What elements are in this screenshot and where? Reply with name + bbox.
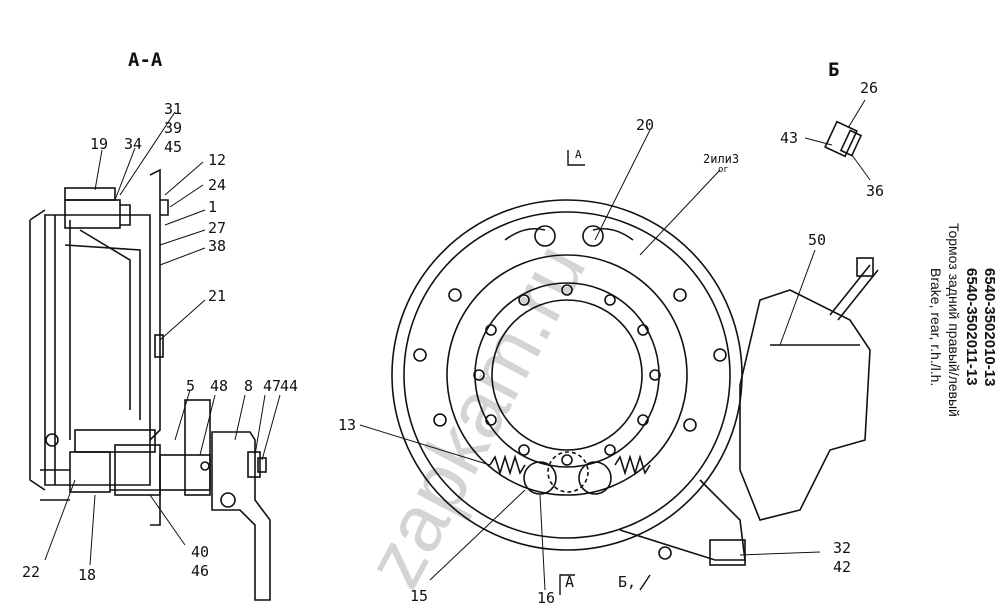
- callout-48: 48: [210, 377, 228, 395]
- callout-24: 24: [208, 176, 226, 194]
- callout-50: 50: [808, 231, 826, 249]
- part-name-en: Brake, rear, r.h./l.h.: [928, 268, 944, 386]
- brake-assembly-view: [359, 129, 879, 595]
- title-block: 6540-3502010-13 6540-3502011-13 Тормоз з…: [928, 223, 998, 417]
- part-number-2: 6540-3502011-13: [963, 268, 980, 386]
- callout-5: 5: [186, 377, 195, 395]
- section-a-a-label: А-А: [128, 49, 163, 71]
- cut-arrow-a-label: А: [565, 573, 574, 591]
- callout-34: 34: [124, 135, 142, 153]
- callout-46: 46: [191, 562, 209, 580]
- callout-18: 18: [78, 566, 96, 584]
- callout-26: 26: [860, 79, 878, 97]
- view-arrow-b-label: Б,: [618, 573, 636, 591]
- callout-38: 38: [208, 237, 226, 255]
- callout-20: 20: [636, 116, 654, 134]
- callout-1: 1: [208, 198, 217, 216]
- callout-47: 47: [263, 377, 281, 395]
- callout-43: 43: [780, 129, 798, 147]
- callout-44: 44: [280, 377, 298, 395]
- part-number-1: 6540-3502010-13: [981, 268, 998, 386]
- callout-12: 12: [208, 151, 226, 169]
- callout-15: 15: [410, 587, 428, 605]
- view-b-label: Б: [828, 59, 839, 81]
- callout-27: 27: [208, 219, 226, 237]
- view-b-detail: [804, 99, 871, 181]
- part-name-ru: Тормоз задний правый/левый: [946, 223, 962, 417]
- section-a-a-view: [29, 111, 281, 601]
- callout-21: 21: [208, 287, 226, 305]
- callout-31: 31: [164, 100, 182, 118]
- callout-45: 45: [164, 138, 182, 156]
- bolt-hole-ring: [473, 284, 661, 466]
- callout-32: 32: [833, 539, 851, 557]
- callout-8: 8: [244, 377, 253, 395]
- alternative-note: 2или3: [703, 152, 739, 166]
- callout-13: 13: [338, 416, 356, 434]
- callout-42: 42: [833, 558, 851, 576]
- callout-19: 19: [90, 135, 108, 153]
- callout-36: 36: [866, 182, 884, 200]
- callout-40: 40: [191, 543, 209, 561]
- callout-16: 16: [537, 589, 555, 607]
- alternative-note-sub: ог: [718, 165, 729, 175]
- cut-mark-label: А: [575, 148, 582, 161]
- callout-22: 22: [22, 563, 40, 581]
- callout-39: 39: [164, 119, 182, 137]
